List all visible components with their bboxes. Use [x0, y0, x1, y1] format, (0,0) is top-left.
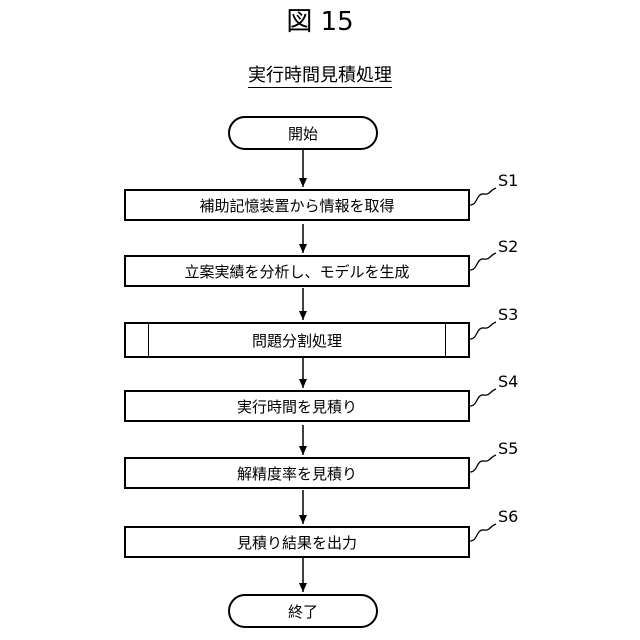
subroutine-left-edge — [148, 324, 149, 356]
step-s1-label: 補助記憶装置から情報を取得 — [199, 195, 394, 216]
start-label: 開始 — [288, 123, 318, 144]
leader-line-s1 — [470, 188, 496, 205]
step-s2-box: 立案実績を分析し、モデルを生成 — [124, 255, 470, 287]
leader-line-s5 — [470, 455, 496, 472]
step-s5-label: 解精度率を見積り — [237, 463, 357, 484]
step-s2-id: S2 — [498, 238, 518, 256]
step-s2-label: 立案実績を分析し、モデルを生成 — [184, 261, 409, 282]
leader-line-s2 — [470, 253, 496, 270]
step-s6-label: 見積り結果を出力 — [237, 532, 357, 553]
leader-line-s4 — [470, 389, 496, 406]
end-label: 終了 — [288, 601, 318, 622]
start-terminal: 開始 — [228, 116, 378, 150]
step-s3-id: S3 — [498, 306, 518, 324]
step-s3-subroutine-box: 問題分割処理 — [124, 322, 470, 358]
end-terminal: 終了 — [228, 594, 378, 628]
step-s1-box: 補助記憶装置から情報を取得 — [124, 189, 470, 221]
step-s4-box: 実行時間を見積り — [124, 390, 470, 422]
step-s1-id: S1 — [498, 172, 518, 190]
step-s3-label: 問題分割処理 — [252, 330, 342, 351]
step-s5-box: 解精度率を見積り — [124, 457, 470, 489]
step-s4-label: 実行時間を見積り — [237, 396, 357, 417]
step-s4-id: S4 — [498, 373, 518, 391]
step-s6-box: 見積り結果を出力 — [124, 526, 470, 558]
step-s6-id: S6 — [498, 508, 518, 526]
leader-line-s3 — [470, 322, 496, 339]
subroutine-right-edge — [445, 324, 446, 356]
leader-line-s6 — [470, 524, 496, 541]
step-s5-id: S5 — [498, 440, 518, 458]
